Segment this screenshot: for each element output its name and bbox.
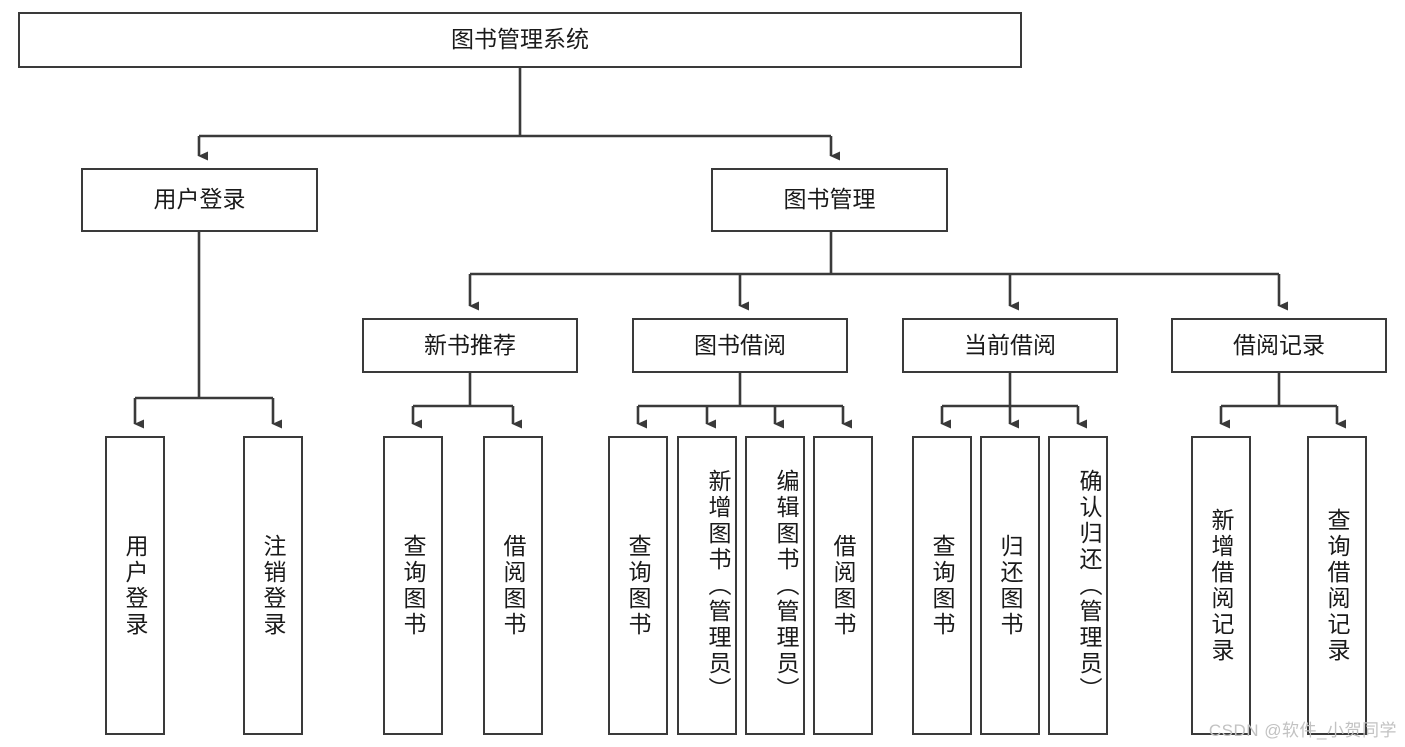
node-new-book-recommend[interactable]: 新书推荐	[362, 318, 578, 373]
node-root[interactable]: 图书管理系统	[18, 12, 1022, 68]
csdn-watermark: CSDN @软件_小贺同学	[1208, 721, 1397, 740]
node-leaf-return-book-label: 归还图书	[997, 533, 1023, 638]
node-leaf-add-borrow-record[interactable]: 新增借阅记录	[1191, 436, 1251, 735]
node-leaf-borrow-book-2-label: 借阅图书	[830, 533, 856, 638]
node-leaf-query-borrow-record[interactable]: 查询借阅记录	[1307, 436, 1367, 735]
node-borrow-record[interactable]: 借阅记录	[1171, 318, 1387, 373]
node-leaf-query-book-2-label: 查询图书	[625, 533, 651, 638]
node-leaf-query-book-3[interactable]: 查询图书	[912, 436, 972, 735]
node-leaf-logout-login[interactable]: 注销登录	[243, 436, 303, 735]
node-leaf-add-book-admin-label: 新增图书（管理员）	[705, 468, 731, 703]
node-leaf-return-book[interactable]: 归还图书	[980, 436, 1040, 735]
node-leaf-query-book-1-label: 查询图书	[400, 533, 426, 638]
node-root-label: 图书管理系统	[451, 26, 589, 53]
node-leaf-edit-book-admin-label: 编辑图书（管理员）	[773, 468, 799, 703]
node-leaf-borrow-book-1-label: 借阅图书	[500, 533, 526, 638]
node-borrow-record-label: 借阅记录	[1233, 331, 1325, 358]
node-new-book-recommend-label: 新书推荐	[424, 331, 516, 358]
node-book-manage-label: 图书管理	[783, 186, 876, 213]
node-leaf-query-book-1[interactable]: 查询图书	[383, 436, 443, 735]
node-book-borrow[interactable]: 图书借阅	[632, 318, 848, 373]
node-leaf-user-login-label: 用户登录	[122, 533, 148, 638]
node-leaf-add-borrow-record-label: 新增借阅记录	[1208, 507, 1234, 664]
node-leaf-user-login[interactable]: 用户登录	[105, 436, 165, 735]
node-leaf-edit-book-admin[interactable]: 编辑图书（管理员）	[745, 436, 805, 735]
node-user-login-label: 用户登录	[153, 186, 246, 213]
node-leaf-add-book-admin[interactable]: 新增图书（管理员）	[677, 436, 737, 735]
node-leaf-query-book-2[interactable]: 查询图书	[608, 436, 668, 735]
node-book-manage[interactable]: 图书管理	[711, 168, 948, 232]
node-user-login[interactable]: 用户登录	[81, 168, 318, 232]
node-book-borrow-label: 图书借阅	[694, 331, 786, 358]
node-leaf-borrow-book-2[interactable]: 借阅图书	[813, 436, 873, 735]
node-current-borrow[interactable]: 当前借阅	[902, 318, 1118, 373]
node-current-borrow-label: 当前借阅	[964, 331, 1056, 358]
node-leaf-logout-login-label: 注销登录	[260, 533, 286, 638]
node-leaf-confirm-return-admin-label: 确认归还（管理员）	[1076, 468, 1102, 703]
node-leaf-confirm-return-admin[interactable]: 确认归还（管理员）	[1048, 436, 1108, 735]
node-leaf-borrow-book-1[interactable]: 借阅图书	[483, 436, 543, 735]
node-leaf-query-book-3-label: 查询图书	[929, 533, 955, 638]
node-leaf-query-borrow-record-label: 查询借阅记录	[1324, 507, 1350, 664]
